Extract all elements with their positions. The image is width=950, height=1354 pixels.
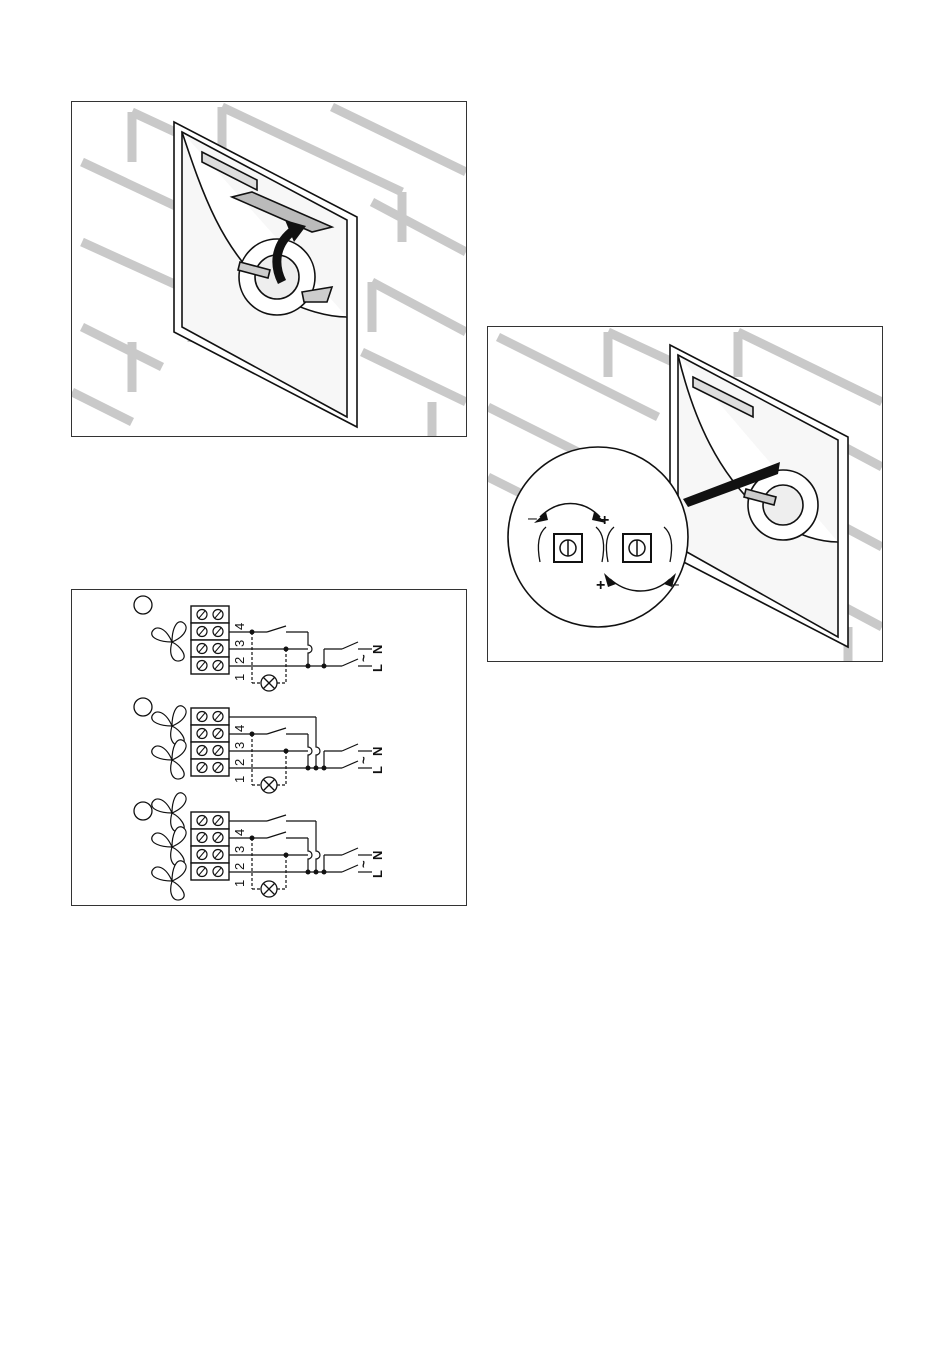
supply-l: L [370, 766, 385, 774]
terminal-2: 2 [232, 759, 247, 766]
wiring-variant-b: 4 3 2 1 [134, 698, 385, 793]
variant-marker [134, 802, 152, 820]
supply-n: N [370, 747, 385, 756]
supply-ac: ~ [356, 860, 371, 868]
fan-icon [152, 793, 186, 832]
dial-right-plus-label: + [596, 577, 605, 594]
wiring-variant-c: 4 3 2 1 [134, 793, 385, 900]
terminal-1: 1 [232, 880, 247, 887]
circuit-lines [229, 815, 372, 889]
terminal-2: 2 [232, 863, 247, 870]
supply-l: L [370, 870, 385, 878]
adjustment-illustration: – + + – [488, 327, 882, 661]
supply-ac: ~ [356, 756, 371, 764]
lamp-icon [261, 777, 277, 793]
adjustment-figure: – + + – [487, 326, 883, 662]
lamp-icon [261, 675, 277, 691]
wiring-variant-a: 4 3 2 1 [134, 596, 385, 691]
installation-illustration [72, 102, 466, 436]
terminal-3: 3 [232, 846, 247, 853]
terminal-3: 3 [232, 640, 247, 647]
terminal-2: 2 [232, 657, 247, 664]
dial-right-minus-label: – [670, 576, 679, 593]
fan-icon [152, 861, 186, 900]
supply-ac: ~ [356, 654, 371, 662]
variant-marker [134, 698, 152, 716]
terminal-3: 3 [232, 742, 247, 749]
circuit-lines [229, 626, 372, 683]
dial-left-plus-label: + [600, 512, 609, 529]
terminal-4: 4 [232, 829, 247, 836]
supply-n: N [370, 851, 385, 860]
terminal-4: 4 [232, 623, 247, 630]
terminal-4: 4 [232, 725, 247, 732]
wiring-figure: 4 3 2 1 [71, 589, 467, 906]
zoom-callout: – + + – [508, 447, 688, 627]
supply-n: N [370, 645, 385, 654]
supply-l: L [370, 664, 385, 672]
circuit-lines [229, 717, 372, 785]
terminal-1: 1 [232, 674, 247, 681]
fan-icon [152, 622, 186, 661]
dial-left-minus-label: – [528, 510, 537, 527]
terminal-block [191, 606, 229, 674]
terminal-block [191, 708, 229, 776]
fan-housing [174, 122, 357, 427]
lamp-icon [261, 881, 277, 897]
installation-figure [71, 101, 467, 437]
terminal-block [191, 812, 229, 880]
fan-icon [152, 740, 186, 779]
terminal-1: 1 [232, 776, 247, 783]
wiring-diagrams: 4 3 2 1 [72, 590, 466, 905]
variant-marker [134, 596, 152, 614]
fan-icon [152, 706, 186, 745]
fan-icon [152, 827, 186, 866]
